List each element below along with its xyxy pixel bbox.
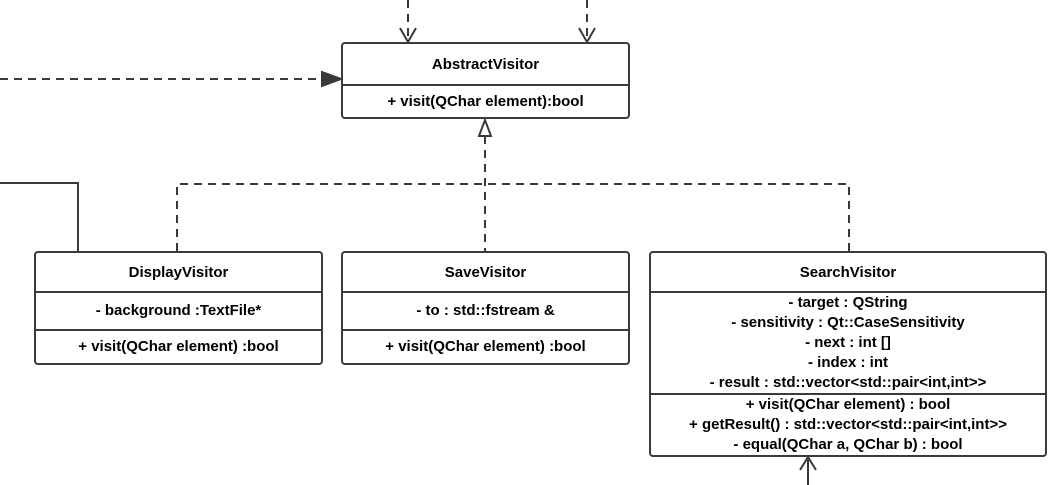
realization-connectors bbox=[176, 117, 850, 251]
class-save-visitor[interactable]: SaveVisitor - to : std::fstream & + visi… bbox=[341, 251, 630, 365]
attributes-section: - target : QString - sensitivity : Qt::C… bbox=[651, 291, 1045, 393]
dependency-arrow-top-right bbox=[578, 0, 596, 45]
class-name: SearchVisitor bbox=[799, 263, 897, 281]
class-name: AbstractVisitor bbox=[431, 55, 540, 73]
class-name-section: SaveVisitor bbox=[343, 253, 628, 291]
operation: + visit(QChar element) :bool bbox=[385, 338, 586, 355]
operation: + visit(QChar element):bool bbox=[387, 92, 584, 110]
class-name-section: DisplayVisitor bbox=[36, 253, 321, 291]
dependency-arrow-left bbox=[0, 70, 344, 88]
operations-section: + visit(QChar element) :bool bbox=[36, 329, 321, 363]
class-search-visitor[interactable]: SearchVisitor - target : QString - sensi… bbox=[649, 251, 1047, 457]
operations-section: + visit(QChar element) :bool bbox=[343, 329, 628, 363]
association-line-display-visitor bbox=[0, 182, 79, 251]
operation: + visit(QChar element) : bool bbox=[745, 396, 951, 413]
attribute: - result : std::vector<std::pair<int,int… bbox=[709, 374, 987, 391]
operation: + visit(QChar element) :bool bbox=[78, 338, 279, 355]
class-name-section: SearchVisitor bbox=[651, 253, 1045, 291]
attribute: - index : int bbox=[808, 354, 888, 371]
operations-section: + visit(QChar element) : bool + getResul… bbox=[651, 393, 1045, 455]
attribute: - next : int [] bbox=[805, 334, 891, 351]
class-name: SaveVisitor bbox=[444, 263, 527, 281]
operation: + getResult() : std::vector<std::pair<in… bbox=[689, 416, 1007, 433]
attributes-section: - background :TextFile* bbox=[36, 291, 321, 329]
dependency-arrow-top-left bbox=[399, 0, 417, 45]
class-name: DisplayVisitor bbox=[128, 263, 229, 281]
operations-section: + visit(QChar element):bool bbox=[343, 84, 628, 117]
class-display-visitor[interactable]: DisplayVisitor - background :TextFile* +… bbox=[34, 251, 323, 365]
attributes-section: - to : std::fstream & bbox=[343, 291, 628, 329]
attribute: - target : QString bbox=[788, 294, 908, 311]
attribute: - sensitivity : Qt::CaseSensitivity bbox=[731, 314, 965, 331]
class-name-section: AbstractVisitor bbox=[343, 44, 628, 84]
association-arrow-bottom bbox=[799, 455, 817, 485]
operation: - equal(QChar a, QChar b) : bool bbox=[733, 436, 963, 453]
attribute: - background :TextFile* bbox=[95, 302, 262, 319]
class-abstract-visitor[interactable]: AbstractVisitor + visit(QChar element):b… bbox=[341, 42, 630, 119]
attribute: - to : std::fstream & bbox=[416, 302, 555, 319]
